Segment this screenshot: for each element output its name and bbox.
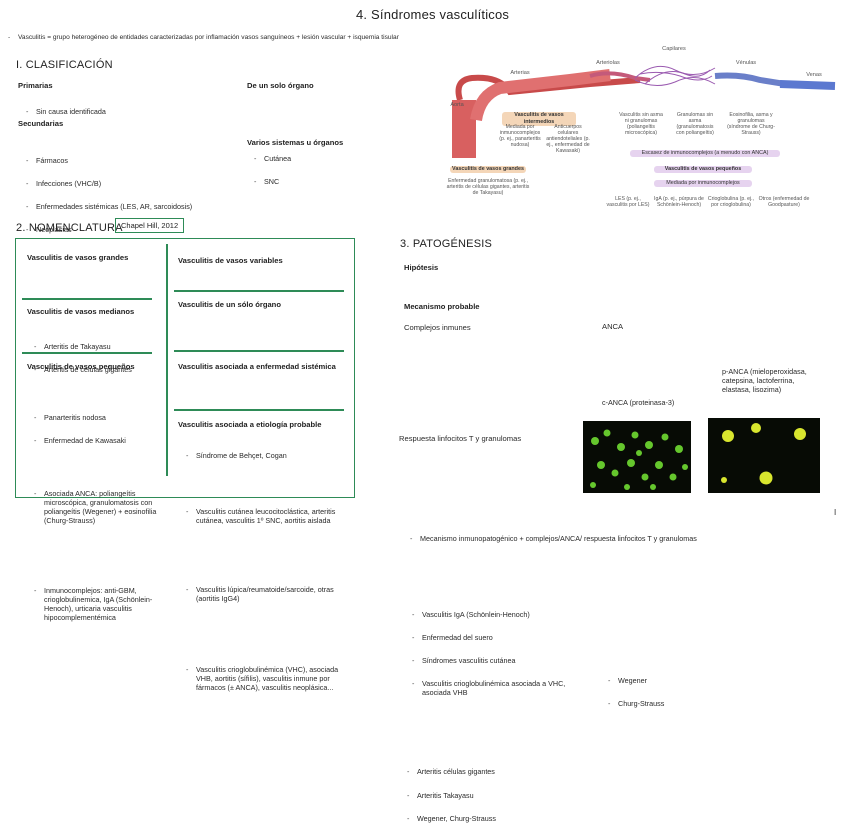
anca-item: Churg-Strauss [606,699,848,708]
anca-desc: Granulomas sin asma (granulomatosis con … [676,112,714,136]
hipotesis-label: Hipótesis [404,263,439,272]
grandes-item: Arteritis de células gigantes [32,365,848,374]
pill-vasos-grandes: Vasculitis de vasos grandes [450,166,526,173]
divider [22,352,152,354]
pill-vasos-pequenos: Vasculitis de vasos pequeños [654,166,752,173]
secundarias-item: Neoplasias [24,225,848,234]
page-number: I [834,508,837,517]
inter-desc: Anticuerpos celulares antiendoteliales (… [546,124,590,154]
canca-caption: c-ANCA (proteinasa-3) [602,398,675,407]
vessel-drawing [452,65,836,158]
medianos-item: Enfermedad de Kawasaki [32,436,848,445]
anca-item: Wegener [606,676,848,685]
pill-mediada: Mediada por inmunocomplejos [654,180,752,187]
organo-item: SNC [252,177,848,186]
complejos-item: Síndromes vasculitis cutánea [410,656,848,665]
nomenclatura-heading: 2. NOMENCLATURA [16,222,123,234]
anca-desc: Eosinofilia, asma y granulomas (síndrome… [727,112,775,136]
patogenesis-heading: 3. PATOGÉNESIS [400,238,493,250]
variables-label: Vasculitis de vasos variables [178,256,283,265]
linfocitos-label: Respuesta linfocitos T y granulomas [399,434,522,443]
panca-caption: p-ANCA (mieloperoxidasa, catepsina, lact… [722,367,807,394]
divider [174,409,344,411]
grandes-label: Vasculitis de vasos grandes [27,253,129,262]
pequenos-item: Inmunocomplejos: anti-GBM, crioglobuline… [32,586,159,622]
complejos-item: Vasculitis IgA (Schönlein-Henoch) [410,610,848,619]
page-title: 4. Síndromes vasculíticos [356,7,510,22]
divider [174,290,344,292]
chapel-hill-badge: Chapel Hill, 2012 [115,218,185,233]
etiologia-label: Vasculitis asociada a etiología probable [178,420,322,429]
ic-desc: Crioglobulina (p. ej., por crioglobulina… [707,196,755,208]
anca-desc: Vasculitis sin asma ni granulomas (polia… [619,112,663,136]
medianos-label: Vasculitis de vasos medianos [27,307,135,316]
primarias-label: Primarias [18,81,53,90]
secundarias-item: Enfermedades sistémicas (LES, AR, sarcoi… [24,202,848,211]
secundarias-item: Infecciones (VHC/B) [24,179,848,188]
ic-desc: Otros (enfermedad de Goodpasture) [758,196,810,208]
clasificacion-heading: I. CLASIFICACIÓN [16,59,113,71]
medianos-item: Panarteritis nodosa [32,413,848,422]
ic-desc: IgA (p. ej., púrpura de Schönlein-Henoch… [654,196,704,208]
linfocitos-item: Arteritis Takayasu [405,791,848,800]
inter-desc: Mediada por inmunocomplejos (p. ej., pan… [499,124,541,148]
organo-item: Cutánea [252,154,848,163]
hipotesis-item: Mecanismo inmunopatogénico + complejos/A… [408,534,848,543]
etiologia-item: Vasculitis crioglobulinémica (VHC), asoc… [184,665,356,692]
panca-fluorescence-image [721,423,806,485]
label-capilares: Capilares [662,46,686,52]
label-aorta: Aorta [450,102,464,108]
linfocitos-item: Wegener, Churg-Strauss [405,814,848,823]
grandes-item: Arteritis de Takayasu [32,342,848,351]
mecanismo-label: Mecanismo probable [404,302,480,311]
divider [166,244,168,476]
secundarias-item: Fármacos [24,156,848,165]
canca-fluorescence-image [590,429,688,490]
secundarias-label: Secundarias [18,119,64,128]
sistemica-label: Vasculitis asociada a enfermedad sistémi… [178,362,336,371]
label-venulas: Vénulas [735,60,757,66]
divider [174,350,344,352]
grandes-desc: Enfermedad granulomatosa (p. ej., arteri… [446,178,530,196]
label-arteriolas: Arteriolas [596,60,620,66]
vessel-diagram: Capilares Arterias Arteriolas Vénulas Ve… [440,40,845,220]
label-venas: Venas [806,72,822,78]
complejos-item: Vasculitis crioglobulinémica asociada a … [410,679,572,697]
label-arterias: Arterias [510,70,530,76]
canca-image [583,421,691,493]
varios-label: Varios sistemas u órganos [247,138,344,147]
intro-text: Vasculitis = grupo heterogéneo de entida… [6,33,848,42]
panca-image [708,418,820,493]
divider [22,298,152,300]
sistemica-item: Vasculitis lúpica/reumatoide/sarcoide, o… [184,585,356,603]
pequenos-item: Asociada ANCA: poliangeítis microscópica… [32,489,159,525]
linfocitos-item: Arteritis células gigantes [405,767,848,776]
organo-label: De un solo órgano [247,81,314,90]
pill-vasos-intermedios: Vasculitis de vasos intermedios [502,112,576,126]
complejos-label: Complejos inmunes [404,323,471,332]
unico-label: Vasculitis de un sólo órgano [178,300,281,309]
ic-desc: LES (p. ej., vasculitis por LES) [606,196,650,208]
pequenos-label: Vasculitis de vasos pequeños [27,362,135,371]
complejos-item: Enfermedad del suero [410,633,848,642]
anca-label: ANCA [602,322,624,331]
primarias-item: Sin causa identificada [24,107,848,116]
variables-item: Síndrome de Behçet, Cogan [184,451,848,460]
unico-item: Vasculitis cutánea leucocitoclástica, ar… [184,507,356,525]
pill-escasez: Escasez de inmunocomplejos (a menudo con… [630,150,780,157]
